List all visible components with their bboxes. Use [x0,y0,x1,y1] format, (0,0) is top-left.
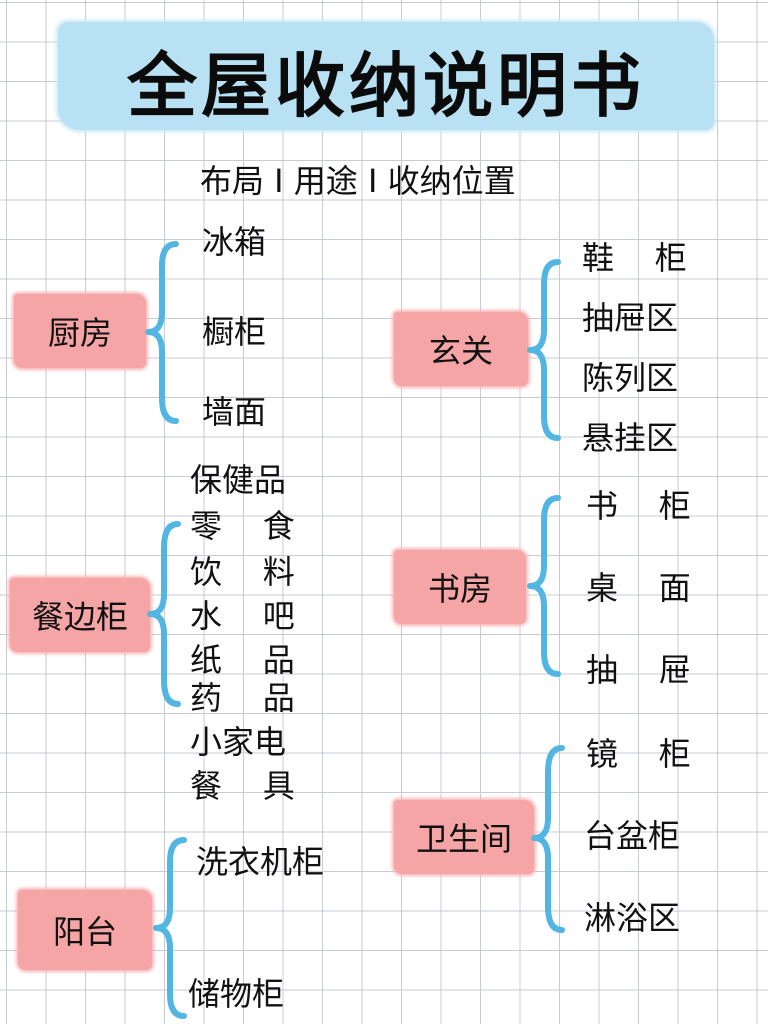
sideboard-item-water-bar: 水 吧 [190,597,295,635]
sideboard-label: 餐边柜 [10,578,150,652]
sideboard-item-tableware: 餐 具 [190,767,295,805]
entrance-item-drawer-area: 抽屉区 [582,299,679,337]
kitchen-item-wall: 墙面 [202,393,267,431]
title-highlight [58,22,714,130]
page-title: 全屋收纳说明书 [127,44,645,127]
entrance-item-hanging-area: 悬挂区 [582,419,679,457]
balcony-brace [153,837,187,1019]
sideboard-item-drinks: 饮 料 [190,553,295,591]
entrance-brace [527,259,561,441]
entrance-label: 玄关 [394,312,528,386]
sideboard-item-medicine: 药 品 [190,679,295,717]
subtitle: 布局 I 用途 I 收纳位置 [200,162,516,200]
sideboard-brace [147,521,181,707]
kitchen-brace [145,241,179,424]
entrance-item-shoe-cabinet: 鞋 柜 [582,239,687,277]
sideboard-item-paper: 纸 品 [190,641,295,679]
bathroom-item-basin-cabinet: 台盆柜 [584,817,681,855]
study-label: 书房 [394,550,526,624]
study-item-bookcase: 书 柜 [586,487,691,525]
kitchen-item-cabinet: 橱柜 [202,313,267,351]
kitchen-label: 厨房 [14,294,146,368]
bathroom-item-shower-area: 淋浴区 [584,899,681,937]
balcony-item-washer-cabinet: 洗衣机柜 [196,843,325,881]
sideboard-item-supplements: 保健品 [190,461,287,499]
study-item-desktop: 桌 面 [586,569,691,607]
study-item-drawer: 抽 屉 [586,651,691,689]
study-brace [527,495,561,677]
entrance-item-display-area: 陈列区 [582,359,679,397]
sideboard-item-snacks: 零 食 [190,507,295,545]
bathroom-label: 卫生间 [394,800,534,874]
bathroom-brace [531,745,565,933]
sideboard-item-appliances: 小家电 [190,723,287,761]
kitchen-item-fridge: 冰箱 [202,223,267,261]
balcony-label: 阳台 [18,890,152,970]
bathroom-item-mirror-cabinet: 镜 柜 [586,735,691,773]
balcony-item-storage-cabinet: 储物柜 [188,975,285,1013]
